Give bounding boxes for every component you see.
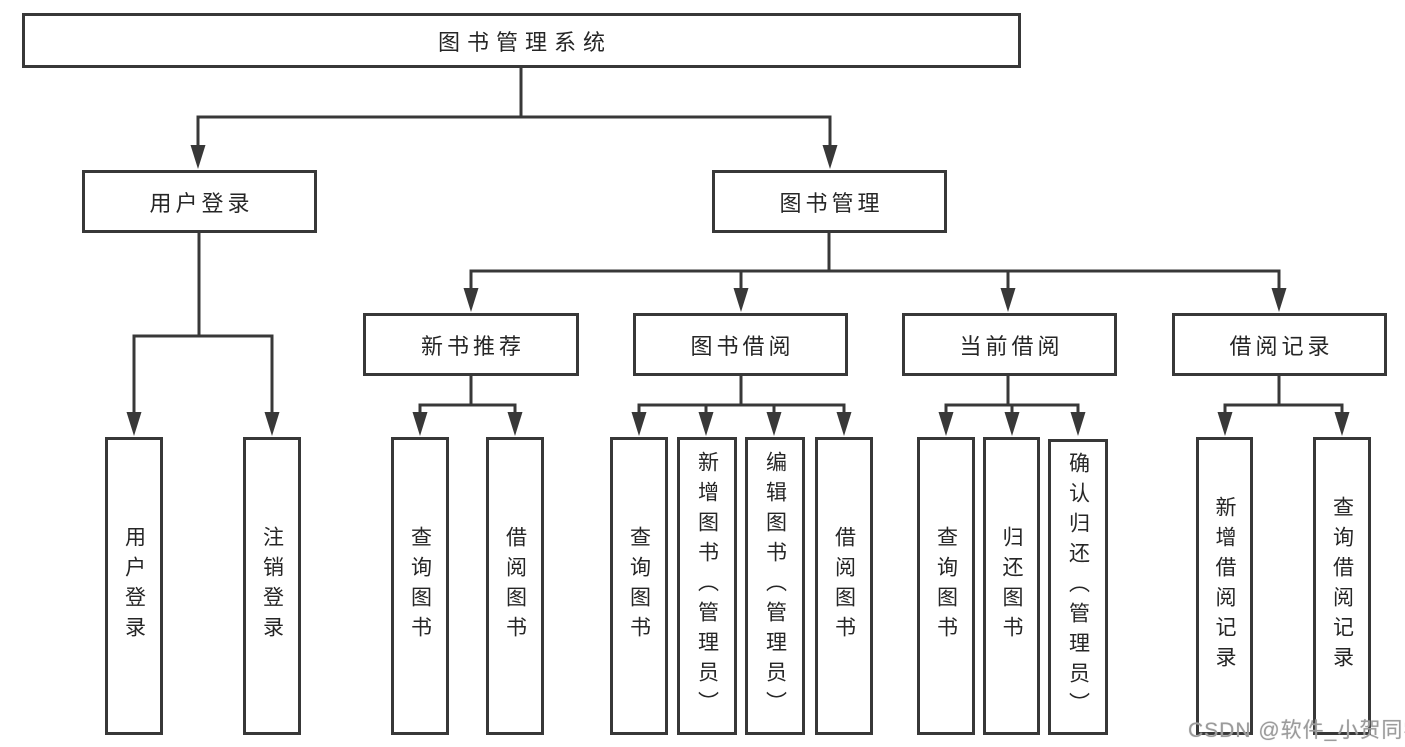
node-label: 图书借阅 [690,333,795,359]
node-label: 新增借阅记录 [1213,496,1236,676]
arrow-down-icon [822,145,838,169]
arrow-down-icon [463,288,479,312]
arrowheads [126,145,1350,436]
leaf-user-login: 用户登录 [105,437,163,735]
arrow-down-icon [698,412,714,436]
node-book-borrow: 图书借阅 [633,313,848,376]
node-label: 新增图书（管理员） [695,451,719,721]
node-label: 图书管理系统 [437,29,612,55]
leaf-confirm-return-admin: 确认归还（管理员） [1048,439,1108,735]
arrow-down-icon [190,145,206,169]
node-user-login: 用户登录 [82,170,317,233]
connector-book-borrow-children [637,374,846,416]
arrow-down-icon [264,412,280,436]
arrow-down-icon [1000,288,1016,312]
connector-current-borrow-children [944,374,1080,416]
node-borrow-record: 借阅记录 [1172,313,1387,376]
node-new-book-recommend: 新书推荐 [363,313,579,376]
node-book-management: 图书管理 [712,170,947,233]
node-label: 图书管理 [779,190,884,216]
leaf-edit-book-admin: 编辑图书（管理员） [745,437,805,735]
node-label: 借阅图书 [832,526,856,646]
arrow-down-icon [733,288,749,312]
node-label: 当前借阅 [959,333,1064,359]
leaf-return-book: 归还图书 [983,437,1040,735]
arrow-down-icon [507,412,523,436]
node-label: 注销登录 [260,526,284,646]
leaf-logout: 注销登录 [243,437,301,735]
leaf-borrow-book-nb: 借阅图书 [486,437,544,735]
arrow-down-icon [126,412,142,436]
arrow-down-icon [938,412,954,436]
arrow-down-icon [412,412,428,436]
arrow-down-icon [1217,412,1233,436]
node-label: 编辑图书（管理员） [763,451,787,721]
leaf-query-borrow-record: 查询借阅记录 [1313,437,1371,735]
connector-root-to-level2 [196,66,832,149]
node-label: 查询图书 [627,526,651,646]
node-library-management-system: 图书管理系统 [22,13,1021,68]
node-label: 查询图书 [408,526,432,646]
arrow-down-icon [766,412,782,436]
node-label: 新书推荐 [420,333,525,359]
leaf-add-borrow-record: 新增借阅记录 [1196,437,1253,735]
connector-new-book-children [418,374,517,416]
arrow-down-icon [1271,288,1287,312]
connector-user-login-children [132,231,274,416]
connector-book-management-children [469,231,1281,292]
connector-borrow-record-children [1223,374,1344,416]
arrow-down-icon [1070,412,1086,436]
node-label: 归还图书 [1000,526,1023,646]
node-label: 用户登录 [122,526,146,646]
leaf-query-book-cb: 查询图书 [917,437,975,735]
arrow-down-icon [1334,412,1350,436]
arrow-down-icon [631,412,647,436]
node-label: 用户登录 [149,190,254,216]
node-current-borrow: 当前借阅 [902,313,1117,376]
leaf-add-book-admin: 新增图书（管理员） [677,437,737,735]
node-label: 借阅图书 [503,526,527,646]
leaf-query-book-bb: 查询图书 [610,437,668,735]
node-label: 查询图书 [934,526,958,646]
arrow-down-icon [1004,412,1020,436]
node-label: 确认归还（管理员） [1066,452,1090,722]
leaf-borrow-book-bb: 借阅图书 [815,437,873,735]
node-label: 借阅记录 [1229,333,1334,359]
arrow-down-icon [836,412,852,436]
leaf-query-book-nb: 查询图书 [391,437,449,735]
csdn-watermark: CSDN @软件_小贺同学 [1188,719,1405,742]
node-label: 查询借阅记录 [1330,496,1354,676]
